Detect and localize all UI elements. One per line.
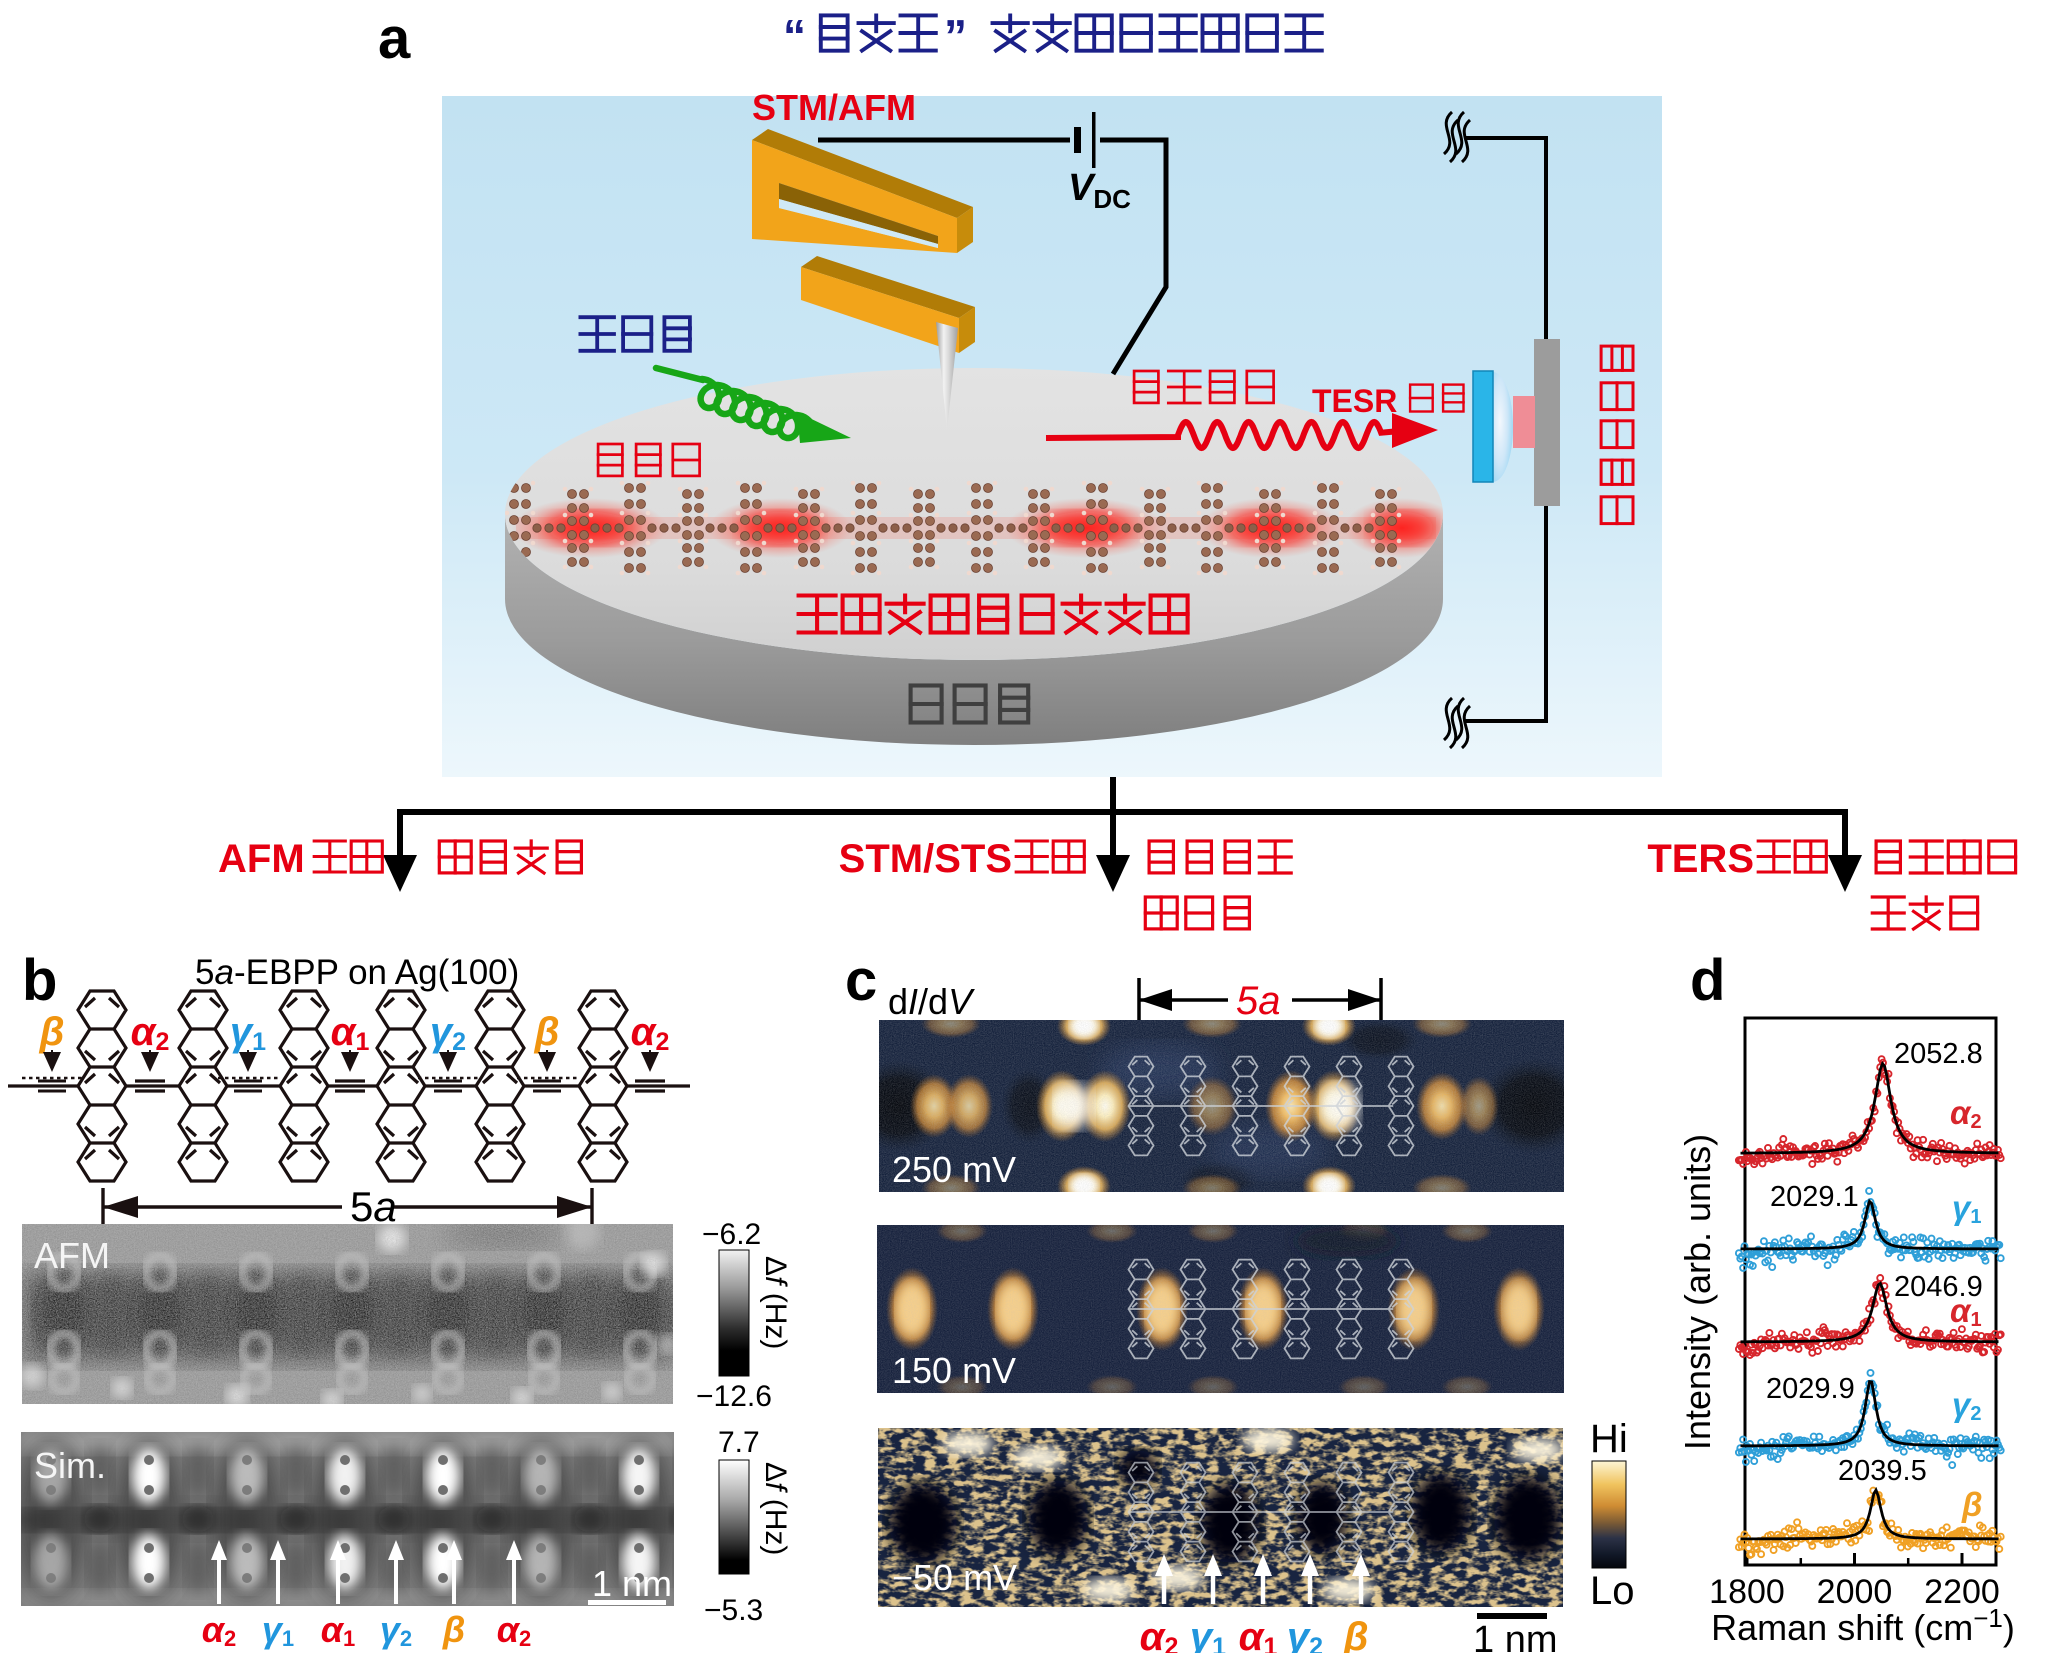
svg-text:b: b (22, 948, 57, 1013)
svg-text:1 nm: 1 nm (592, 1563, 672, 1604)
svg-text:β: β (39, 1010, 65, 1054)
svg-text:Raman shift (cm−1): Raman shift (cm−1) (1711, 1603, 2015, 1648)
svg-text:γ1: γ1 (230, 1010, 266, 1056)
svg-text:TERS: TERS (1647, 837, 1754, 881)
svg-text:2200: 2200 (1924, 1573, 2000, 1611)
svg-text:5a: 5a (1236, 979, 1281, 1023)
svg-text:a: a (378, 6, 411, 71)
svg-text:STM/AFM: STM/AFM (752, 87, 916, 128)
svg-text:2052.8: 2052.8 (1894, 1038, 1983, 1070)
svg-text:β: β (534, 1010, 560, 1054)
svg-text:γ1: γ1 (1190, 1615, 1226, 1653)
svg-text:1 nm: 1 nm (1473, 1619, 1557, 1653)
svg-text:−5.3: −5.3 (704, 1594, 763, 1627)
svg-text:”: ” (944, 10, 967, 62)
svg-text:β: β (442, 1609, 465, 1650)
svg-text:Δf (Hz): Δf (Hz) (759, 1462, 792, 1555)
svg-text:2046.9: 2046.9 (1894, 1271, 1983, 1303)
svg-text:−50 mV: −50 mV (892, 1557, 1017, 1598)
svg-text:c: c (845, 948, 877, 1013)
svg-text:“: “ (783, 10, 806, 62)
svg-text:dI/dV: dI/dV (888, 981, 975, 1022)
svg-text:150 mV: 150 mV (892, 1350, 1016, 1391)
svg-text:7.7: 7.7 (718, 1426, 760, 1459)
svg-text:γ1: γ1 (262, 1609, 294, 1651)
svg-text:250 mV: 250 mV (892, 1149, 1016, 1190)
svg-text:Intensity (arb. units): Intensity (arb. units) (1677, 1134, 1718, 1450)
svg-text:AFM: AFM (34, 1235, 110, 1276)
svg-text:2000: 2000 (1817, 1573, 1893, 1611)
svg-text:−12.6: −12.6 (696, 1380, 772, 1413)
svg-text:β: β (1961, 1486, 1982, 1523)
svg-text:STM/STS: STM/STS (839, 837, 1012, 881)
svg-text:d: d (1690, 948, 1725, 1013)
svg-text:2039.5: 2039.5 (1838, 1455, 1927, 1487)
svg-text:TESR: TESR (1312, 383, 1397, 419)
svg-text:AFM: AFM (218, 837, 305, 881)
svg-text:β: β (1343, 1615, 1369, 1653)
svg-text:Δf (Hz): Δf (Hz) (759, 1256, 792, 1349)
svg-text:Lo: Lo (1590, 1569, 1635, 1613)
svg-text:5a: 5a (350, 1183, 397, 1230)
svg-text:Hi: Hi (1590, 1417, 1628, 1461)
svg-text:2029.9: 2029.9 (1766, 1373, 1855, 1405)
svg-text:2029.1: 2029.1 (1770, 1181, 1859, 1213)
svg-text:−6.2: −6.2 (702, 1218, 761, 1251)
svg-text:5a-EBPP on Ag(100): 5a-EBPP on Ag(100) (195, 953, 519, 992)
svg-text:α2: α2 (631, 1010, 670, 1056)
svg-text:1800: 1800 (1709, 1573, 1785, 1611)
svg-text:Sim.: Sim. (34, 1445, 106, 1486)
